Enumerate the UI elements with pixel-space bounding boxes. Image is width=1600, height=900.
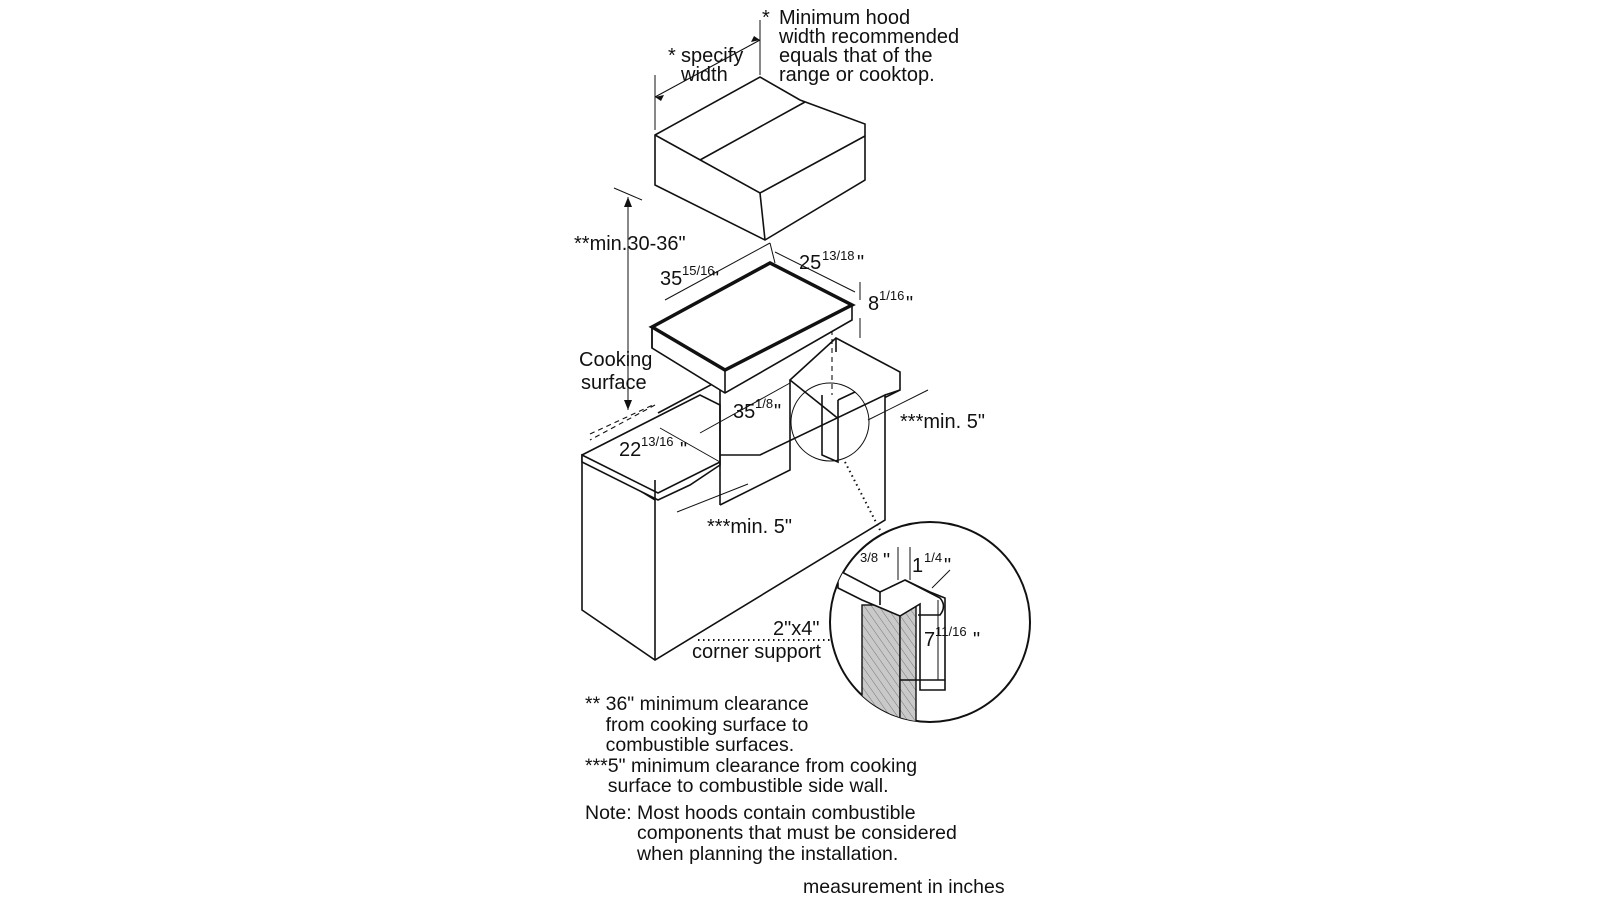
note-mark: *** bbox=[585, 754, 608, 777]
svg-text:7: 7 bbox=[924, 629, 935, 651]
hood-drawing bbox=[654, 20, 866, 241]
svg-text:2"x4": 2"x4" bbox=[773, 618, 819, 640]
svg-text:35: 35 bbox=[660, 268, 682, 290]
svg-text:13/16: 13/16 bbox=[641, 434, 674, 449]
note-mark: ** bbox=[585, 693, 606, 715]
height-dimension: 8 1/16 " bbox=[859, 282, 913, 338]
svg-text:1/8: 1/8 bbox=[755, 396, 773, 411]
svg-text:": " bbox=[906, 293, 913, 315]
notes: ** 36" minimum clearance from cooking su… bbox=[585, 694, 1045, 864]
svg-text:25: 25 bbox=[799, 252, 821, 274]
svg-text:specify: specify bbox=[681, 45, 743, 67]
cutout-depth-dimension: 22 13/16 " bbox=[619, 427, 721, 463]
hood-note-mark: * bbox=[762, 7, 770, 29]
svg-text:": " bbox=[712, 268, 719, 290]
svg-text:": " bbox=[680, 439, 687, 461]
svg-text:22: 22 bbox=[619, 439, 641, 461]
side-clearance-front: ***min. 5" bbox=[676, 483, 792, 538]
note-clearance-top: ** 36" minimum clearance from cooking su… bbox=[585, 693, 809, 756]
cooktop-drawing bbox=[648, 261, 856, 394]
gap-dimension: 3/8 " bbox=[860, 550, 890, 572]
cabinet-drawing bbox=[581, 330, 901, 661]
hood-note: Minimum hood width recommended equals th… bbox=[778, 7, 959, 86]
svg-text:13/18: 13/18 bbox=[822, 248, 855, 263]
corner-support-label: 2"x4" corner support bbox=[692, 618, 821, 663]
corner-detail-drawing bbox=[829, 521, 1031, 723]
cutout-width-dimension: 35 1/8 " bbox=[699, 382, 791, 434]
depth-dimension: 25 13/18 " bbox=[774, 248, 864, 293]
svg-text:15/16: 15/16 bbox=[682, 263, 715, 278]
clearance-height-label: **min.30-36" bbox=[574, 233, 686, 255]
svg-text:8: 8 bbox=[868, 293, 879, 315]
svg-text:1: 1 bbox=[912, 555, 923, 577]
svg-text:***min. 5": ***min. 5" bbox=[900, 411, 985, 433]
svg-text:range or cooktop.: range or cooktop. bbox=[779, 64, 935, 86]
ledge-dimension: 1 1/4 " bbox=[912, 550, 951, 577]
svg-text:": " bbox=[944, 555, 951, 577]
units-note: measurement in inches bbox=[803, 876, 1005, 898]
svg-text:": " bbox=[857, 252, 864, 274]
svg-text:Minimum hood: Minimum hood bbox=[779, 7, 910, 29]
svg-text:": " bbox=[883, 550, 890, 572]
svg-text:11/16: 11/16 bbox=[935, 624, 967, 639]
svg-text:width recommended: width recommended bbox=[778, 26, 959, 48]
note-clearance-side: *** 5" minimum clearance from cooking su… bbox=[585, 754, 918, 797]
note-combustible: Note: Most hoods contain combustible com… bbox=[585, 801, 957, 865]
svg-text:width: width bbox=[680, 64, 728, 86]
svg-text:surface: surface bbox=[581, 372, 647, 394]
svg-text:corner support: corner support bbox=[692, 641, 821, 663]
side-clearance-right: ***min. 5" bbox=[867, 389, 985, 433]
cooking-surface-label: Cooking surface bbox=[579, 349, 652, 394]
svg-text:Cooking: Cooking bbox=[579, 349, 652, 371]
svg-text:": " bbox=[774, 401, 781, 423]
svg-text:35: 35 bbox=[733, 401, 755, 423]
svg-text:1/16: 1/16 bbox=[879, 288, 904, 303]
specify-width-label: * specify width bbox=[668, 45, 743, 86]
svg-text:*: * bbox=[668, 45, 676, 67]
post-height-dimension: 7 11/16 " bbox=[924, 624, 980, 651]
note-mark: Note: bbox=[585, 801, 638, 824]
svg-text:***min. 5": ***min. 5" bbox=[707, 516, 792, 538]
clearance-height-dimension bbox=[589, 187, 656, 435]
svg-text:equals that of the: equals that of the bbox=[779, 45, 932, 67]
svg-text:1/4: 1/4 bbox=[924, 550, 942, 565]
width-dimension: 35 15/16 " bbox=[660, 242, 776, 301]
svg-text:3/8: 3/8 bbox=[860, 550, 878, 565]
svg-text:": " bbox=[973, 629, 980, 651]
